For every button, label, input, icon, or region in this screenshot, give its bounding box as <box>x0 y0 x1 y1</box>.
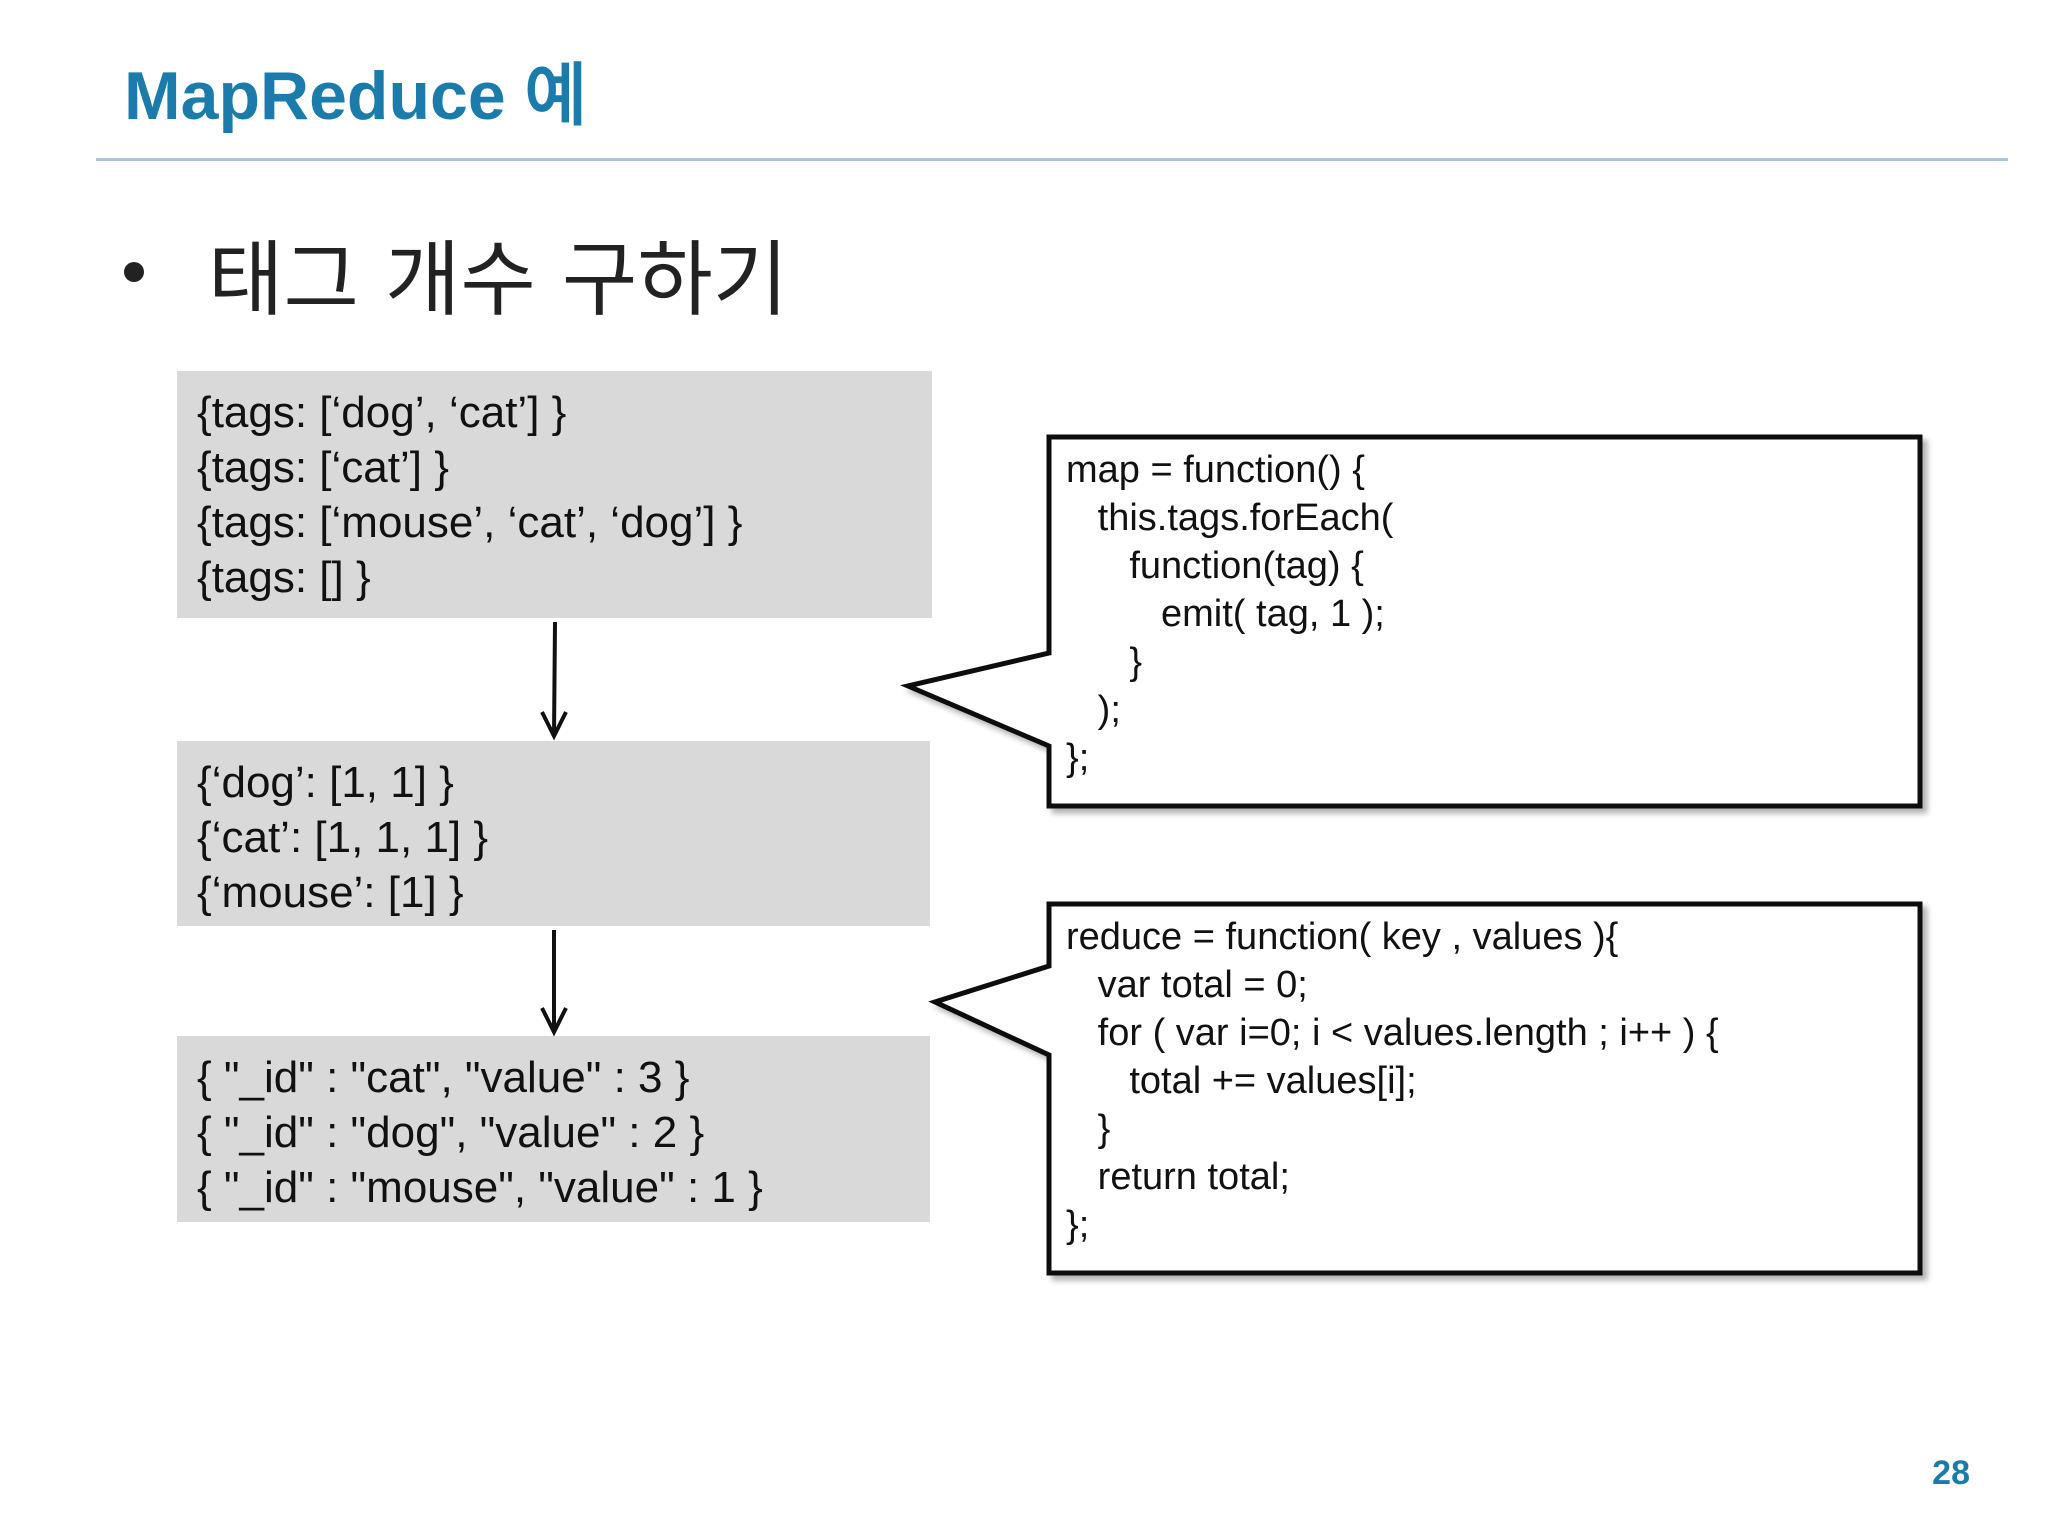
title-divider <box>96 158 2008 161</box>
intermediate-box: {‘dog’: [1, 1] } {‘cat’: [1, 1, 1] } {‘mou… <box>177 741 930 926</box>
arrow-down-2-icon <box>540 930 568 1037</box>
code-line: emit( tag, 1 ); <box>1066 593 1385 635</box>
output-line: { "_id" : "dog", "value" : 2 } <box>197 1108 705 1157</box>
intermediate-line: {‘cat’: [1, 1, 1] } <box>197 813 489 862</box>
code-line: function(tag) { <box>1066 545 1364 587</box>
arrow-down-1-icon <box>540 621 568 741</box>
bullet-text: 태그 개수 구하기 <box>208 232 789 328</box>
output-line: { "_id" : "mouse", "value" : 1 } <box>197 1163 763 1212</box>
code-line: this.tags.forEach( <box>1066 497 1394 539</box>
page-number: 28 <box>1932 1454 1970 1492</box>
code-line: } <box>1066 1108 1111 1150</box>
code-line: }; <box>1066 737 1090 779</box>
reduce-function-code: reduce = function( key , values ){ var t… <box>1066 913 1719 1249</box>
bullet-item: 태그 개수 구하기 <box>124 222 788 328</box>
code-line: total += values[i]; <box>1066 1060 1417 1102</box>
slide-title: MapReduce 예 <box>124 58 588 134</box>
code-line: }; <box>1066 1204 1090 1246</box>
bullet-dot-icon <box>124 262 144 282</box>
input-doc-line: {tags: [‘dog’, ‘cat’] } <box>197 388 567 437</box>
code-line: } <box>1066 641 1143 683</box>
reduce-callout <box>928 901 1923 1276</box>
code-line: var total = 0; <box>1066 964 1308 1006</box>
input-doc-line: {tags: [‘mouse’, ‘cat’, ‘dog’] } <box>197 498 743 547</box>
input-doc-line: {tags: [] } <box>197 553 371 602</box>
map-callout <box>899 434 1923 809</box>
code-line: return total; <box>1066 1156 1290 1198</box>
code-line: for ( var i=0; i < values.length ; i++ )… <box>1066 1012 1719 1054</box>
input-doc-line: {tags: [‘cat’] } <box>197 443 449 492</box>
intermediate-line: {‘mouse’: [1] } <box>197 868 464 917</box>
code-line: ); <box>1066 689 1121 731</box>
map-function-code: map = function() { this.tags.forEach( fu… <box>1066 446 1393 782</box>
code-line: reduce = function( key , values ){ <box>1066 916 1619 958</box>
input-documents-box: {tags: [‘dog’, ‘cat’] } {tags: [‘cat’] } {… <box>177 371 932 618</box>
code-line: map = function() { <box>1066 449 1365 491</box>
output-box: { "_id" : "cat", "value" : 3 } { "_id" : … <box>177 1036 930 1222</box>
output-line: { "_id" : "cat", "value" : 3 } <box>197 1053 690 1102</box>
intermediate-line: {‘dog’: [1, 1] } <box>197 758 454 807</box>
